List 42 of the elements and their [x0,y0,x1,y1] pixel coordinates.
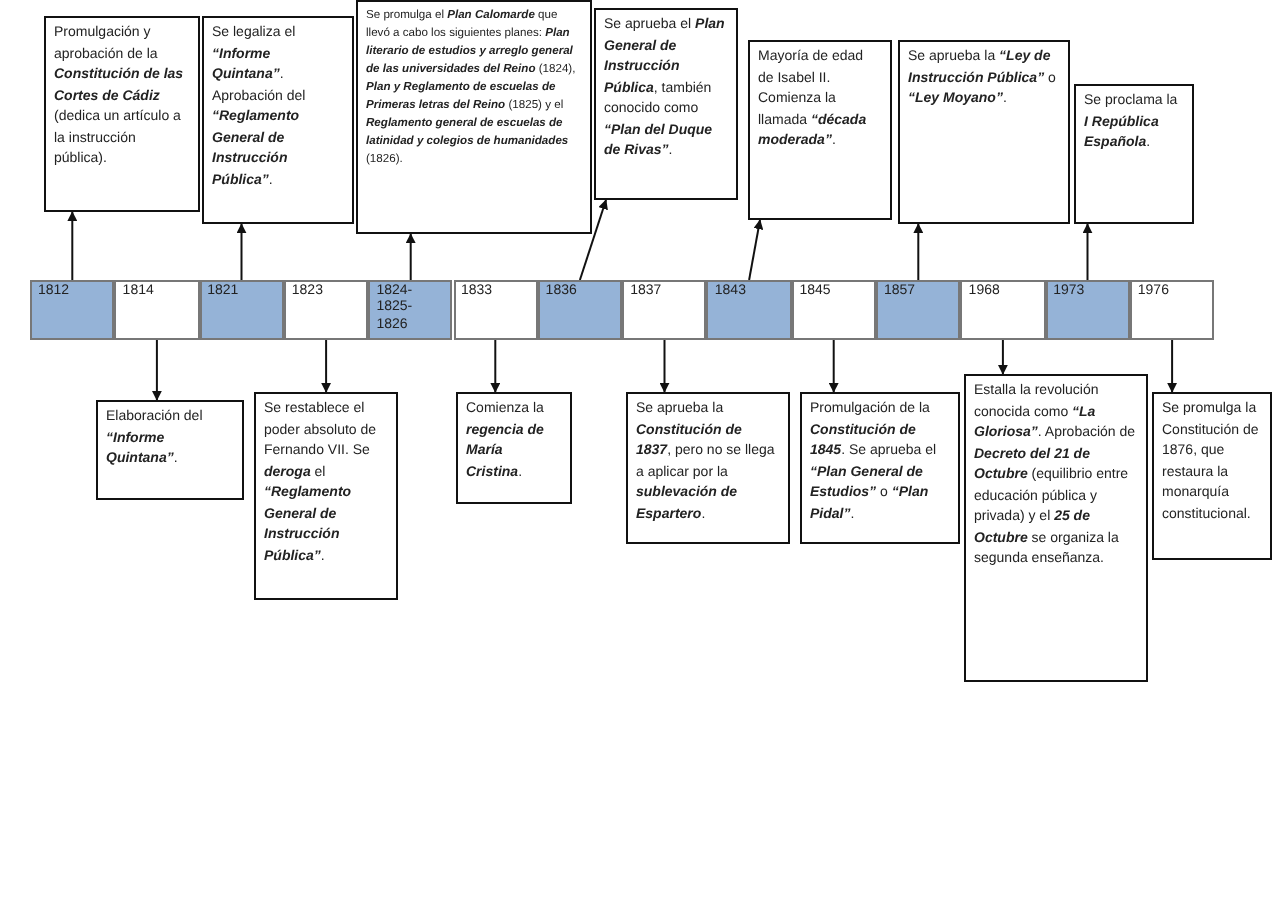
event-box [44,16,200,212]
year-cell [1129,280,1215,340]
year-cell [791,280,876,340]
arrow [748,219,764,281]
event-box [594,8,738,200]
arrow [236,223,247,281]
arrow [151,339,162,401]
year-cell [199,280,284,340]
event-box [254,392,398,600]
arrow [578,199,608,281]
year-cell [114,280,200,340]
arrow [913,223,924,281]
event-box [1152,392,1272,560]
event-box [202,16,354,224]
event-box [898,40,1070,224]
arrow [321,339,332,393]
year-cell [283,280,369,340]
event-box [356,0,592,234]
year-cell [453,280,538,340]
arrow [828,339,839,393]
year-cell [1045,280,1130,340]
year-cell [30,280,115,340]
arrow [405,233,416,281]
arrow [67,211,78,281]
year-cell [706,280,792,340]
year-cell [622,280,707,340]
event-box [964,374,1148,682]
event-box [456,392,572,504]
arrow [659,339,670,393]
year-cell [876,280,961,340]
year-cell [537,280,623,340]
event-box [748,40,892,220]
arrow [490,339,501,393]
event-box [1074,84,1194,224]
year-cell [368,280,453,340]
event-box [800,392,960,544]
arrow [997,339,1008,375]
year-cell [960,280,1046,340]
arrow [1167,339,1178,393]
arrow [1082,223,1093,281]
event-box [96,400,244,500]
event-box [626,392,790,544]
